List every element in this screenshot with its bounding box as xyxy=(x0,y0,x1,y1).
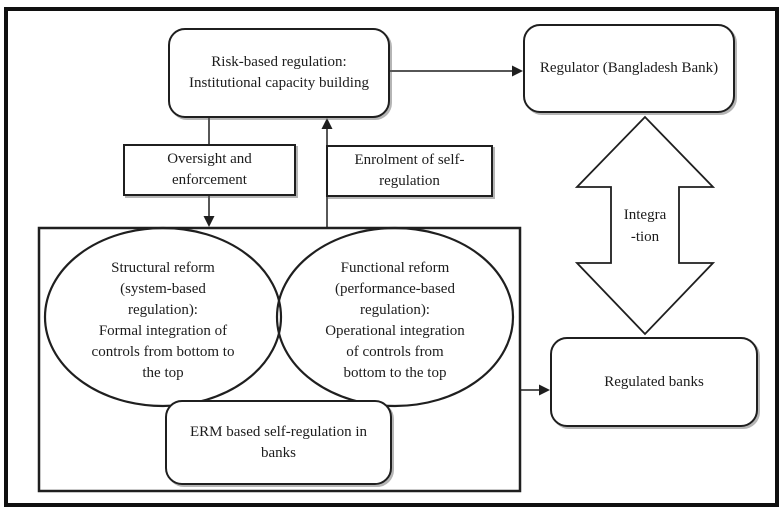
risk-regulation-box: Risk-based regulation: Institutional cap… xyxy=(168,28,390,118)
integration-arrow xyxy=(574,115,716,336)
regulator-box: Regulator (Bangladesh Bank) xyxy=(523,24,735,113)
arrow-enrolment-up-head xyxy=(321,118,333,129)
functional-reform-ellipse xyxy=(275,226,515,408)
oversight-enforcement-box: Oversight and enforcement xyxy=(123,144,296,196)
regulated-banks-box: Regulated banks xyxy=(550,337,758,427)
integration-label: Integra -tion xyxy=(623,207,667,245)
reform-container-rect xyxy=(37,226,522,493)
structural-reform-label: Structural reform (system-based regulati… xyxy=(91,260,235,381)
arrow-to-regulated-banks-head xyxy=(539,384,550,396)
functional-reform-label: Functional reform (performance-based reg… xyxy=(325,260,465,381)
figure-border xyxy=(4,7,779,507)
arrow-risk-to-regulator-head xyxy=(512,65,523,77)
arrow-oversight-down-head xyxy=(203,216,215,227)
erm-self-regulation-box: ERM based self-regulation in banks xyxy=(165,400,392,485)
structural-reform-ellipse xyxy=(43,226,283,408)
enrolment-self-regulation-box: Enrolment of self- regulation xyxy=(326,145,493,197)
